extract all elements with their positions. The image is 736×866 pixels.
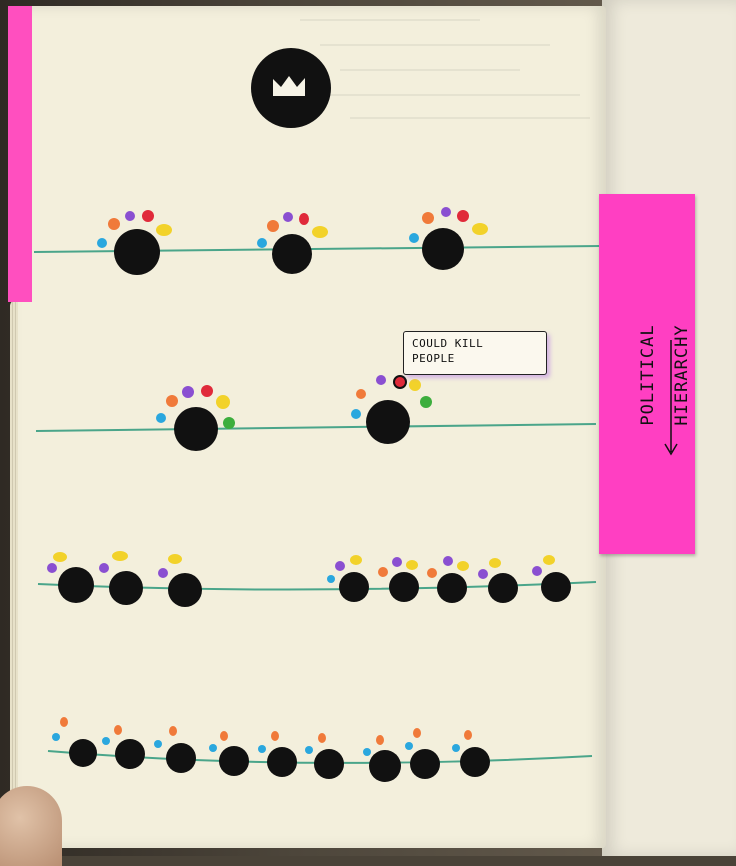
thumb (0, 786, 62, 866)
